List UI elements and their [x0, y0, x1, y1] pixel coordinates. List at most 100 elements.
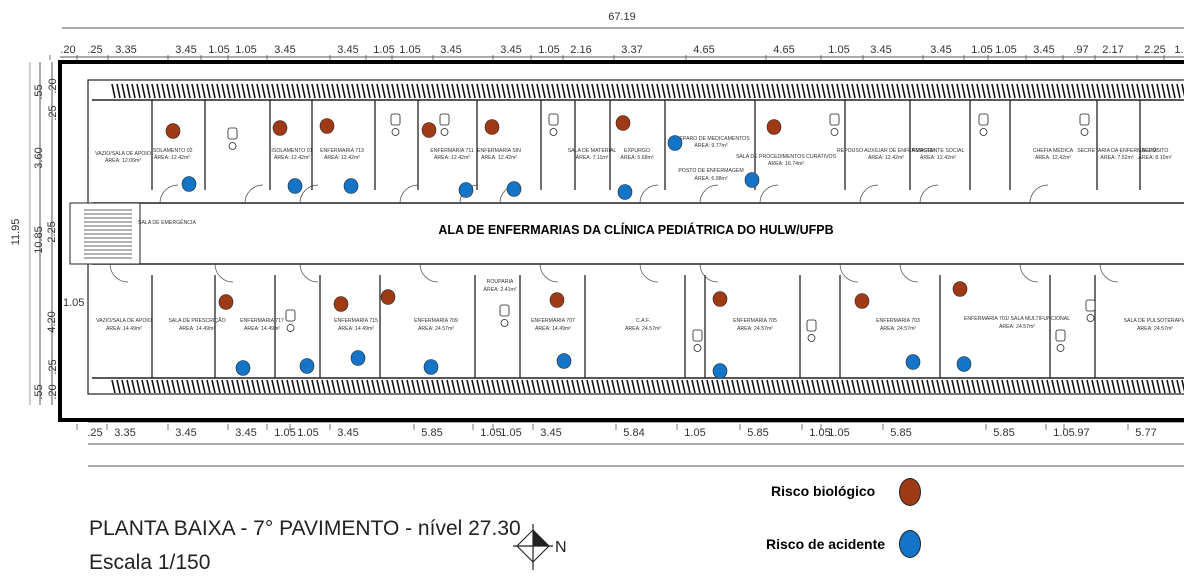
top-dim-label: .20 — [60, 44, 75, 56]
room-area: ÁREA: 12.42m² — [154, 154, 190, 161]
accident-risk-marker — [956, 356, 972, 372]
top-dim-label: 3.45 — [175, 44, 196, 56]
room-area: ÁREA: 7.11m² — [576, 154, 609, 161]
room-area: ÁREA: 12.42m² — [868, 154, 904, 161]
room-area: ÁREA: 24.57m² — [880, 325, 916, 332]
room-area: ÁREA: 8.10m² — [1138, 154, 1171, 161]
top-dim-label: 3.45 — [274, 44, 295, 56]
bio-risk-marker — [165, 123, 181, 139]
top-dim-label: 1.2 — [1174, 44, 1184, 56]
left-dim-label: 4.20 — [46, 311, 58, 332]
room-name: EXPURGO — [624, 148, 650, 154]
room-area: ÁREA: 24.57m² — [999, 323, 1035, 330]
accident-risk-marker — [905, 354, 921, 370]
accident-risk-marker — [350, 350, 366, 366]
accident-risk-marker — [667, 135, 683, 151]
rouparia-name: ROUPARIA — [487, 279, 514, 285]
top-dim-label: 4.65 — [693, 44, 714, 56]
bottom-dim-label: .25 — [87, 427, 102, 439]
accident-risk-marker — [343, 178, 359, 194]
north-label: N — [555, 539, 567, 556]
top-dim-label: 1.05 — [235, 44, 256, 56]
room-name: ENFERMARIA 717 — [240, 318, 284, 324]
room-area: ÁREA: 24.57m² — [625, 325, 661, 332]
accident-risk-marker — [617, 184, 633, 200]
room-name: DEPÓSITO — [1142, 147, 1169, 154]
bottom-dim-label: 3.35 — [114, 427, 135, 439]
bottom-dim-label: 1.05 — [809, 427, 830, 439]
bio-risk-marker — [421, 122, 437, 138]
top-dim-label: .97 — [1073, 44, 1088, 56]
bottom-dim-label: 5.85 — [747, 427, 768, 439]
top-dim-label: 1.05 — [828, 44, 849, 56]
top-dim-label: 3.45 — [870, 44, 891, 56]
legend-bio-label: Risco biológico — [771, 483, 876, 499]
bottom-dim-label: 1.05 — [274, 427, 295, 439]
left-dim-1-05: 1.05 — [63, 297, 84, 309]
room-area: ÁREA: 5.68m² — [620, 154, 653, 161]
bio-risk-marker — [218, 294, 234, 310]
room-name: SALA DE PRESCRIÇÃO — [168, 317, 225, 324]
bottom-dim-label: .97 — [1074, 427, 1089, 439]
room-area: ÁREA: 14.49m² — [338, 325, 374, 332]
staircase — [69, 202, 141, 265]
room-walls — [109, 100, 1141, 378]
room-area: ÁREA: 16.74m² — [768, 160, 804, 167]
bottom-dim-label: 5.77 — [1135, 427, 1156, 439]
bottom-dim-label: 1.05 — [500, 427, 521, 439]
room-area: ÁREA: 9.77m² — [694, 142, 727, 149]
room-area: ÁREA: 14.49m² — [106, 325, 142, 332]
bottom-dim-label: 1.05 — [480, 427, 501, 439]
room-name: ASSISTENTE SOCIAL — [912, 148, 965, 154]
room-area: ÁREA: 24.57m² — [1137, 325, 1173, 332]
room-area: ÁREA: 12.42m² — [481, 154, 517, 161]
plan-title: ALA DE ENFERMARIAS DA CLÍNICA PEDIÁTRICA… — [438, 222, 833, 237]
bottom-dim-label: 5.85 — [421, 427, 442, 439]
room-area: ÁREA: 7.52m² — [1100, 154, 1133, 161]
left-small-dim-label: .25 — [47, 105, 59, 120]
room-name: VAZIO/SALA DE APOIO — [96, 318, 152, 324]
left-outer-dim: 11.95 — [10, 219, 22, 246]
accident-risk-marker — [556, 353, 572, 369]
bio-risk-marker — [615, 115, 631, 131]
room-area: ÁREA: 12.42m² — [274, 154, 310, 161]
top-dim-label: 1.05 — [995, 44, 1016, 56]
top-dim-label: 3.45 — [500, 44, 521, 56]
room-name: ENFERMARIA 711 — [430, 148, 474, 154]
top-dim-label: 1.05 — [971, 44, 992, 56]
bio-risk-marker — [854, 293, 870, 309]
bio-risk-dot-icon — [899, 478, 921, 506]
left-small-dim-label: .25 — [47, 359, 59, 374]
room-name: ENFERMARIA 703 — [876, 318, 920, 324]
building-outline — [58, 60, 1184, 422]
window-hatch — [111, 83, 1184, 394]
accident-risk-marker — [423, 359, 439, 375]
acc-risk-dot-icon — [899, 530, 921, 558]
top-dim-label: 3.37 — [621, 44, 642, 56]
left-dim-label: 2.25 — [46, 221, 58, 242]
bio-risk-marker — [549, 292, 565, 308]
accident-risk-marker — [235, 360, 251, 376]
room-name: ENFERMARIA 701/ SALA MULTIFUNCIONAL — [964, 316, 1070, 322]
bio-risk-marker — [712, 291, 728, 307]
bio-risk-marker — [484, 119, 500, 135]
room-name: ISOLAMENTO 02 — [151, 148, 192, 154]
accident-risk-marker — [744, 172, 760, 188]
top-dim-label: 2.16 — [570, 44, 591, 56]
bottom-dim-label: 5.85 — [890, 427, 911, 439]
top-dim-label: 4.65 — [773, 44, 794, 56]
room-area: ÁREA: 24.57m² — [418, 325, 454, 332]
north-arrow-icon: N — [513, 524, 567, 570]
risk-markers — [165, 115, 972, 379]
drawing-scale: Escala 1/150 — [89, 551, 211, 574]
room-name: PREPARO DE MEDICAMENTOS — [672, 136, 750, 142]
room-name: SECRETARIA DA ENFERMAGEM — [1077, 148, 1156, 154]
bottom-dim-label: 3.45 — [175, 427, 196, 439]
room-name: ISOLAMENTO 01 — [271, 148, 312, 154]
room-name: ENFERMARIA 709 — [414, 318, 458, 324]
bottom-dim-label: 3.45 — [337, 427, 358, 439]
room-name: ENFERMARIA 713 — [320, 148, 364, 154]
accident-risk-marker — [287, 178, 303, 194]
top-dim-label: 3.45 — [1033, 44, 1054, 56]
